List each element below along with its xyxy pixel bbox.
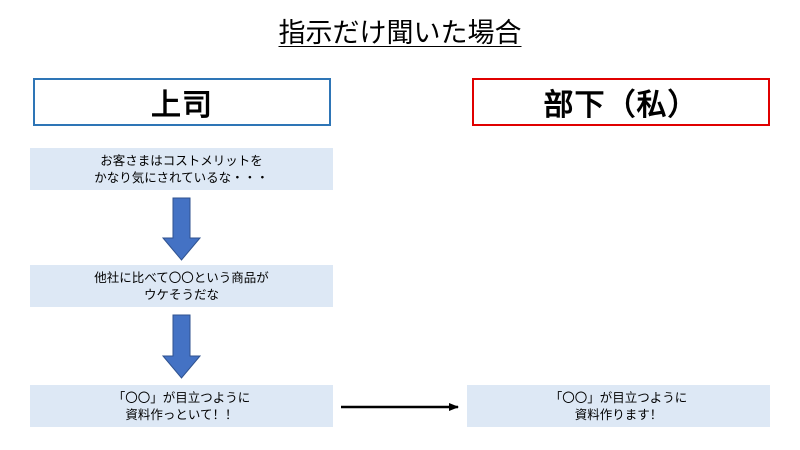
boss-header: 上司 bbox=[33, 78, 331, 126]
boss-instruction-line1: 「〇〇」が目立つように bbox=[112, 390, 251, 405]
subordinate-response: 「〇〇」が目立つように 資料作ります！ bbox=[467, 385, 770, 427]
subordinate-response-line1: 「〇〇」が目立つように bbox=[549, 390, 688, 405]
diagram-title-text: 指示だけ聞いた場合 bbox=[278, 18, 522, 49]
boss-instruction: 「〇〇」が目立つように 資料作っといて！！ bbox=[30, 385, 333, 427]
boss-thought-2-line1: 他社に比べて〇〇という商品が bbox=[94, 270, 269, 285]
down-arrow-1 bbox=[161, 197, 202, 261]
boss-thought-2: 他社に比べて〇〇という商品が ウケそうだな bbox=[30, 265, 333, 307]
diagram-title: 指示だけ聞いた場合 bbox=[0, 14, 800, 54]
subordinate-header-label: 部下（私） bbox=[543, 88, 699, 123]
boss-header-label: 上司 bbox=[151, 88, 213, 123]
boss-thought-2-line2: ウケそうだな bbox=[143, 287, 219, 302]
down-arrow-2 bbox=[161, 314, 202, 379]
boss-thought-1: お客さまはコストメリットを かなり気にされているな・・・ bbox=[30, 148, 333, 190]
subordinate-response-line2: 資料作ります！ bbox=[574, 407, 663, 422]
subordinate-header: 部下（私） bbox=[472, 78, 770, 126]
boss-thought-1-line1: お客さまはコストメリットを bbox=[100, 153, 263, 168]
boss-instruction-line2: 資料作っといて！！ bbox=[125, 407, 238, 422]
boss-thought-1-line2: かなり気にされているな・・・ bbox=[94, 170, 269, 185]
